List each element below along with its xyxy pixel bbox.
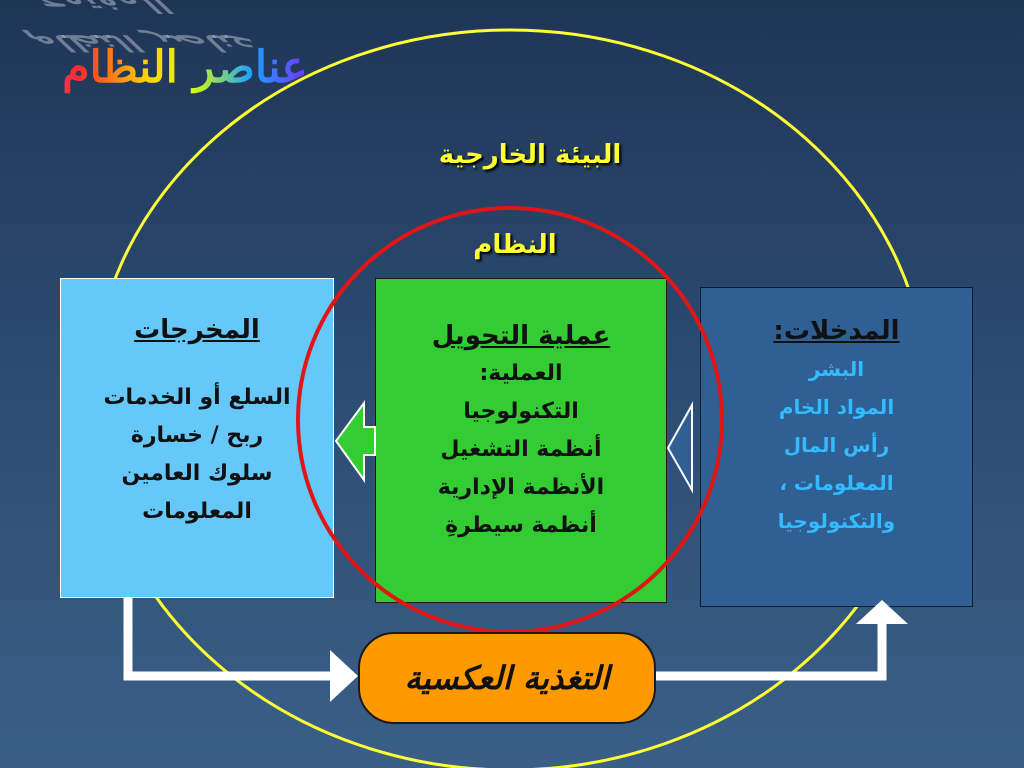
- process-title: عملية التحويل: [431, 321, 611, 351]
- environment-label: البيئة الخارجية: [438, 140, 622, 170]
- inputs-box: المدخلات: البشر المواد الخام رأس المال ا…: [700, 287, 973, 607]
- inputs-item: المعلومات ،: [779, 471, 894, 495]
- inputs-item: رأس المال: [783, 433, 890, 457]
- outputs-title: المخرجات: [134, 315, 260, 345]
- feedback-to-inputs-arrowhead: [856, 600, 908, 624]
- transformation-process-box: عملية التحويل العملية: التكنولوجيا أنظمة…: [375, 278, 667, 603]
- outputs-to-feedback-arrowhead: [330, 650, 358, 702]
- inputs-title: المدخلات:: [773, 316, 900, 346]
- process-item: أنظمة التشغيل: [440, 437, 602, 462]
- process-item: أنظمة سيطرةِ: [445, 513, 597, 538]
- outputs-box: المخرجات السلع أو الخدمات ربح / خسارة سل…: [60, 278, 334, 598]
- feedback-box: التغذية العكسية: [358, 632, 656, 724]
- outputs-to-feedback-arrow: [123, 598, 345, 681]
- inputs-item: البشر: [808, 357, 865, 381]
- outputs-item: السلع أو الخدمات: [103, 385, 291, 410]
- feedback-to-inputs-arrow: [656, 612, 887, 681]
- inputs-item: والتكنولوجيا: [777, 509, 896, 533]
- inputs-item: المواد الخام: [778, 395, 895, 419]
- outputs-item: المعلومات: [142, 499, 252, 524]
- slide-title: عناصر النظام المفتوح: [20, 28, 350, 173]
- inputs-to-process-arrow: [666, 401, 693, 494]
- outputs-item: ربح / خسارة: [130, 423, 264, 448]
- process-item: التكنولوجيا: [463, 399, 579, 424]
- process-item: العملية:: [479, 361, 563, 386]
- system-label: النظام: [473, 230, 557, 260]
- process-item: الأنظمة الإدارية: [437, 475, 605, 500]
- process-to-outputs-arrow: [334, 399, 376, 484]
- outputs-item: سلوك العامين: [121, 461, 273, 486]
